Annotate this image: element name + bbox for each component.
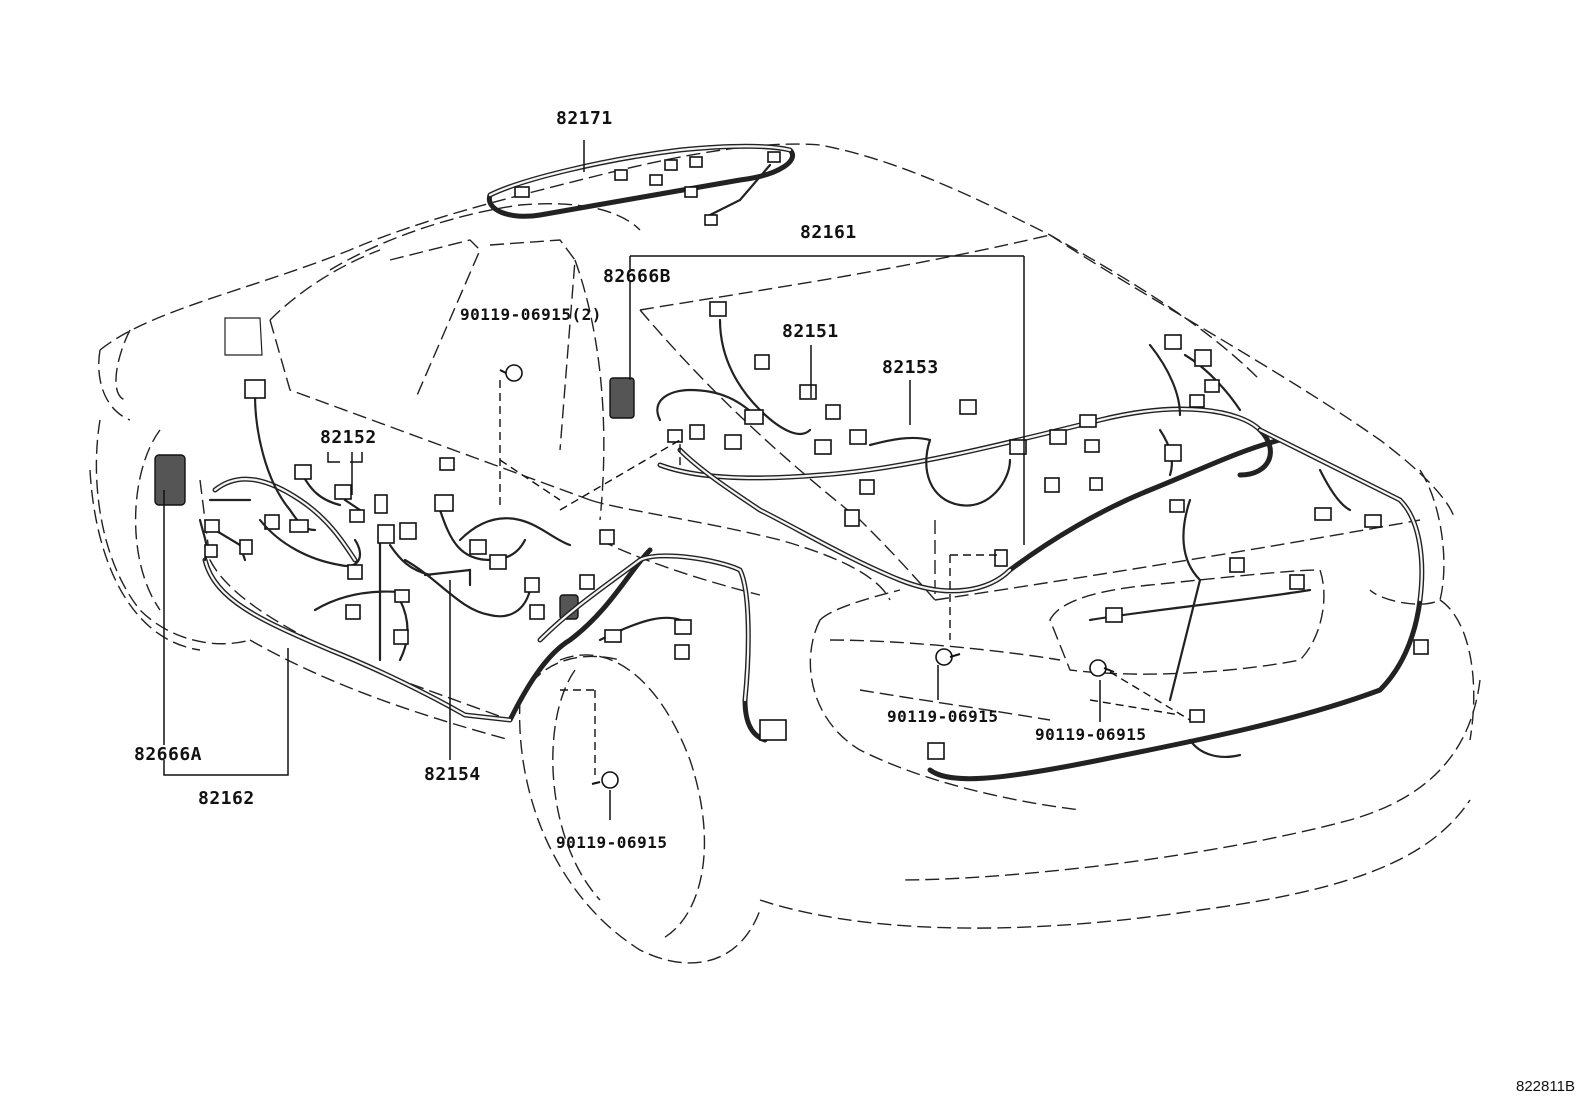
diagram-id: 822811B (1516, 1078, 1575, 1095)
car-body-outline (89, 143, 1481, 964)
harness-82162 (154, 454, 653, 723)
bolt-icon (1089, 659, 1115, 677)
bolts (499, 364, 1115, 789)
label-82162: 82162 (198, 788, 255, 809)
harness-floor (537, 553, 787, 743)
dashed-leaders (499, 380, 1191, 775)
bolt-icon (499, 364, 523, 382)
label-90119-06915-a: 90119-06915 (887, 707, 998, 726)
label-90119-06915-b: 90119-06915 (1035, 725, 1146, 744)
label-82152: 82152 (320, 427, 377, 448)
label-82154: 82154 (424, 764, 481, 785)
harness-82152 (244, 379, 388, 568)
label-82666B: 82666B (603, 266, 671, 287)
part-labels: 82171 82161 82666B 90119-06915(2) 82151 … (134, 108, 1575, 1095)
harness-82161 (609, 301, 1429, 782)
leader-lines (163, 140, 1101, 820)
label-82151: 82151 (782, 321, 839, 342)
harness-82171 (486, 143, 795, 226)
label-82666A: 82666A (134, 744, 202, 765)
label-90119-06915-2: 90119-06915(2) (460, 305, 602, 324)
bolt-icon (591, 771, 619, 789)
harness-82154 (313, 457, 615, 662)
bolt-icon (935, 648, 961, 666)
label-82153: 82153 (882, 357, 939, 378)
label-82161: 82161 (800, 222, 857, 243)
label-82171: 82171 (556, 108, 613, 129)
label-90119-06915-c: 90119-06915 (556, 833, 667, 852)
